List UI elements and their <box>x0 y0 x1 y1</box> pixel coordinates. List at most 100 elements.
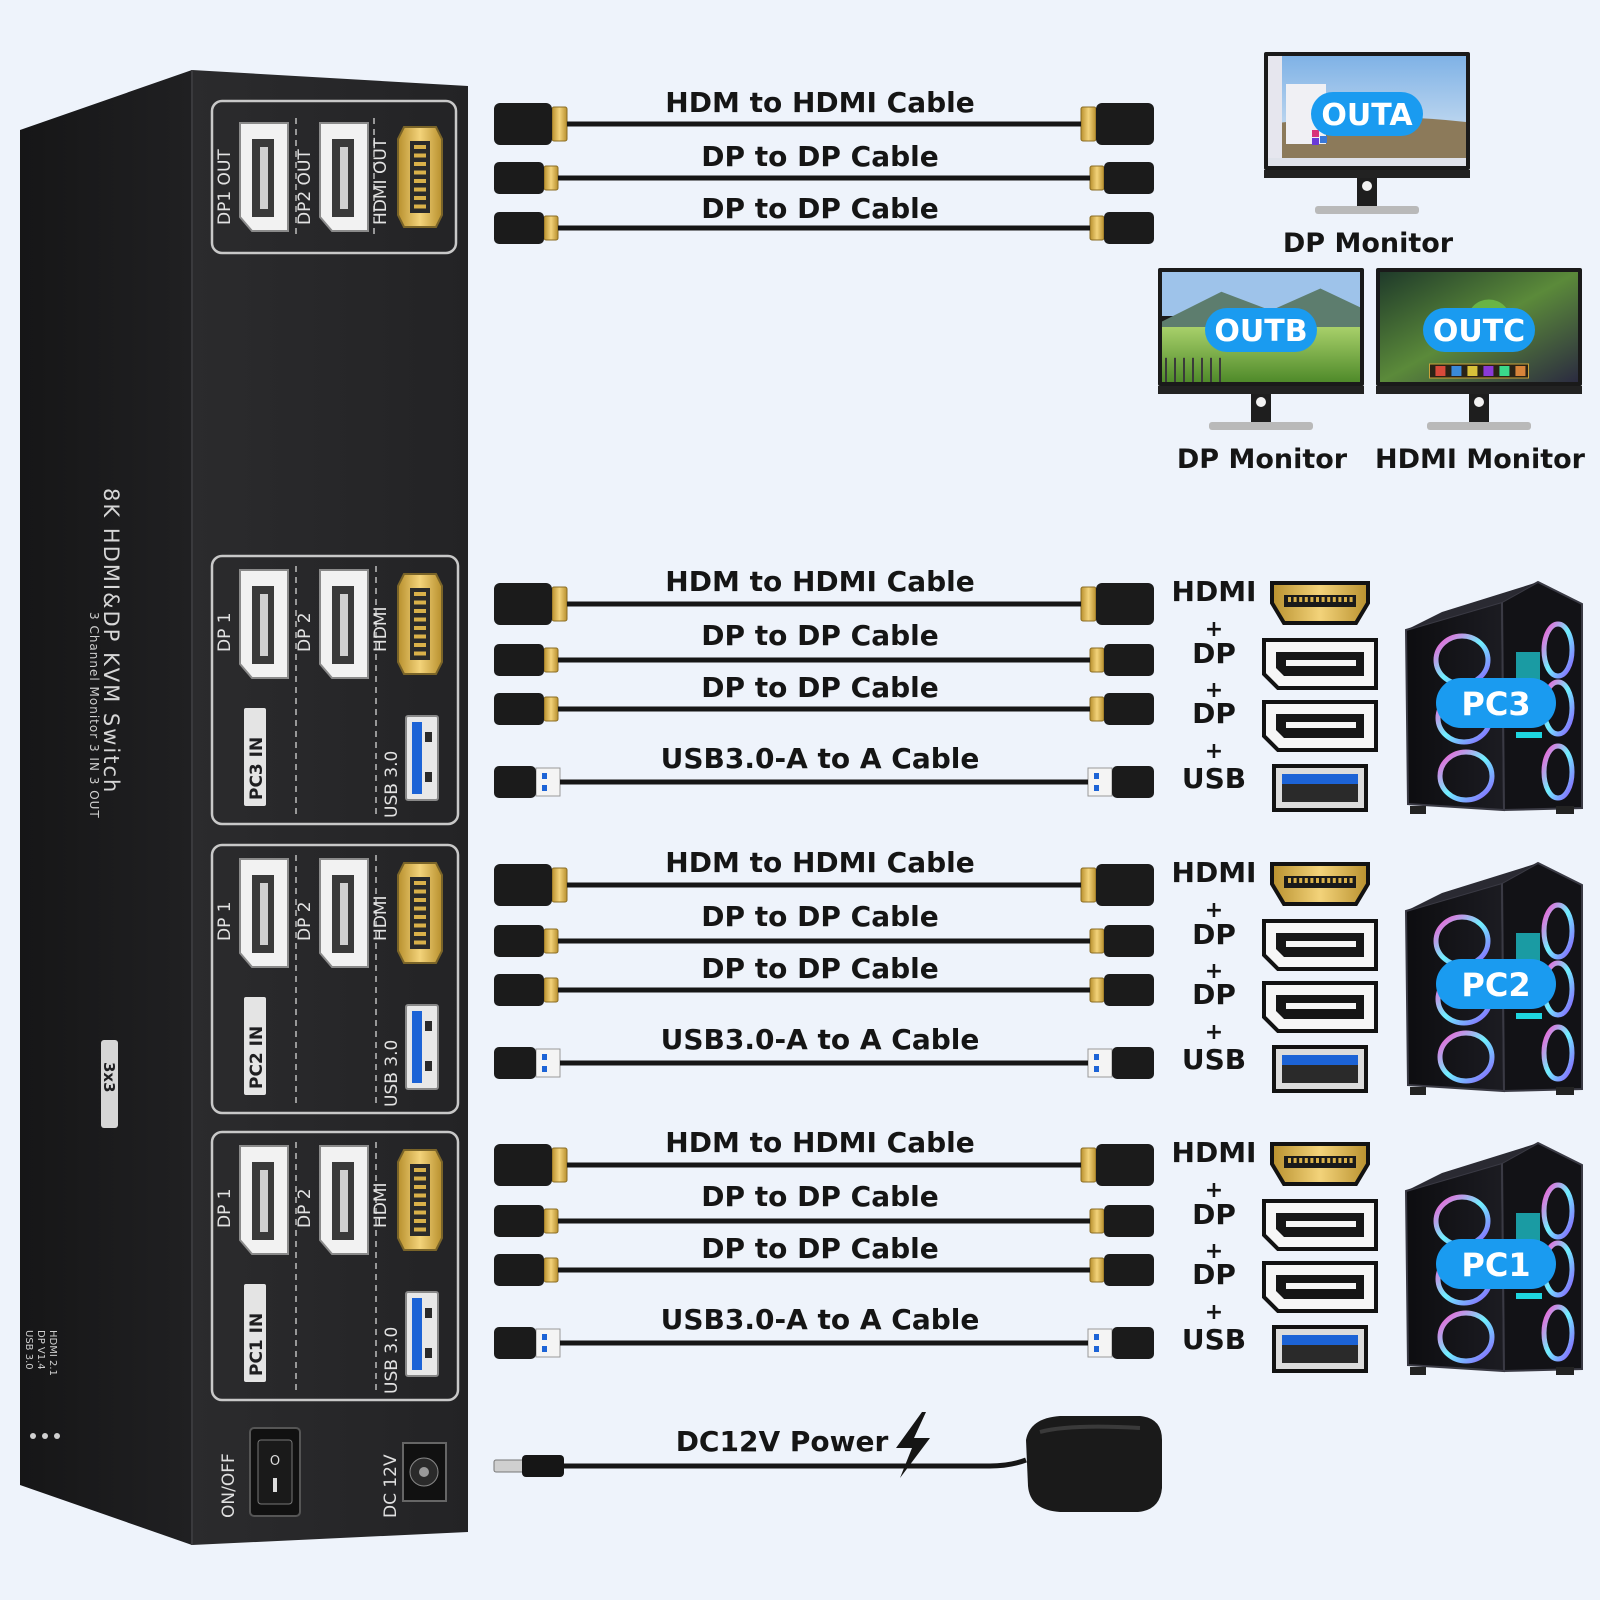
usb3-port-icon <box>1272 764 1368 812</box>
dp-plug-tip <box>543 215 559 241</box>
hdmi-pin <box>414 643 426 647</box>
dp-connector <box>1089 1205 1154 1237</box>
dp-port-pins <box>340 1170 348 1232</box>
pc-port-label: + <box>1205 1300 1223 1325</box>
dp-connector <box>494 925 559 957</box>
dp-port[interactable] <box>239 858 289 968</box>
hdmi-pin <box>1321 878 1325 883</box>
hdmi-pin <box>1349 597 1353 602</box>
cable: USB3.0-A to A Cable <box>494 742 1154 798</box>
usb3-port[interactable] <box>405 1004 439 1090</box>
hdmi-pin <box>414 881 426 885</box>
pc-badge <box>1436 1239 1556 1289</box>
dp-plug-tip <box>1089 647 1105 673</box>
hdmi-pin <box>1304 878 1308 883</box>
cable-label: HDM to HDMI Cable <box>665 565 974 598</box>
dp-port-icon <box>1262 919 1378 971</box>
usb-contact <box>425 1308 432 1318</box>
cable-label: DP to DP Cable <box>701 671 938 704</box>
panel-frame <box>210 554 460 826</box>
dp-port[interactable] <box>239 1145 289 1255</box>
dp-connector <box>494 212 559 244</box>
power-cable-label: DC12V Power <box>676 1425 889 1458</box>
rgb-fan <box>1541 621 1575 679</box>
input-port-label: HDMI <box>371 1182 391 1228</box>
monitor-stand-neck <box>1251 394 1271 422</box>
rgb-fan <box>1541 1182 1575 1240</box>
dp-port[interactable] <box>319 569 369 679</box>
pc-port-label: + <box>1205 1178 1223 1203</box>
pc-port-label: DP <box>1192 1258 1236 1291</box>
device-side-subtitle: 3 Channel Monitor 3 IN 3 OUT <box>87 612 101 819</box>
dp-plug-tip <box>1089 1208 1105 1234</box>
hud-icon <box>1515 366 1526 376</box>
usb3-port[interactable] <box>405 1291 439 1377</box>
panel-frame <box>210 843 460 1115</box>
app-tile <box>1312 138 1319 145</box>
hdmi-pin <box>414 204 426 209</box>
usb-connector <box>1087 1047 1154 1079</box>
hdmi-port-icon <box>1270 1142 1370 1186</box>
usb-plug-contact <box>542 785 547 791</box>
hdmi-port-icon <box>1270 862 1370 906</box>
pc-led-strip <box>1516 732 1542 738</box>
cable-label: DP to DP Cable <box>701 1180 938 1213</box>
hdmi-port[interactable] <box>397 573 443 675</box>
power-switch[interactable]: ON/OFF O <box>219 1427 301 1518</box>
usb-plug-body <box>1112 1047 1154 1079</box>
pc-foot <box>1410 1087 1426 1095</box>
hdmi-pin <box>1316 878 1319 883</box>
dp-port[interactable] <box>239 569 289 679</box>
monitor-stand-hole <box>1256 397 1266 407</box>
hdmi-port[interactable] <box>397 1149 443 1251</box>
dp-port-pins <box>260 883 268 945</box>
hdmi-pin <box>1316 1158 1319 1163</box>
usb-contact <box>425 1021 432 1031</box>
output-port-label: DP1 OUT <box>215 149 235 225</box>
app-tile <box>1312 130 1319 137</box>
dp-port[interactable] <box>239 122 289 232</box>
dp-port-icon <box>1262 1261 1378 1313</box>
dp-port[interactable] <box>319 122 369 232</box>
cable-label: DP to DP Cable <box>701 619 938 652</box>
dp-port[interactable] <box>319 1145 369 1255</box>
usb-plug-contact <box>1094 1346 1099 1352</box>
usb-connector <box>494 766 561 798</box>
dp-port-icon <box>1262 981 1378 1033</box>
input-port-label: DP 1 <box>215 612 235 652</box>
spec-line: USB 3.0 <box>23 1330 34 1370</box>
dp-plug-tip <box>1089 977 1105 1003</box>
dp-plug-tip <box>543 165 559 191</box>
pc-in-badge <box>244 708 266 806</box>
monitor-stand-hole <box>1474 397 1484 407</box>
hdmi-port[interactable] <box>397 862 443 964</box>
hdmi-pin <box>414 1168 426 1172</box>
hdmi-connector <box>494 103 568 145</box>
cable: DP to DP Cable <box>494 1232 1154 1286</box>
pc-badge-text: PC3 <box>1461 685 1530 723</box>
hdmi-pin <box>1310 1158 1314 1163</box>
usb3-port[interactable] <box>405 715 439 801</box>
usb-connector <box>494 1327 561 1359</box>
hdmi-plug-body <box>494 583 552 625</box>
device-spec-list: HDMI 2.1 DP V1.4 USB 3.0 <box>23 1330 60 1439</box>
dc-power-jack[interactable]: DC 12V <box>381 1442 447 1518</box>
dp-port-pins <box>260 594 268 656</box>
dp-plug-tip <box>1089 1257 1105 1283</box>
dp-connector <box>1089 925 1154 957</box>
hdmi-connector <box>1080 1144 1154 1186</box>
svg-text:O: O <box>270 1454 280 1469</box>
usb-plug-contact <box>1094 785 1099 791</box>
hdmi-pin <box>414 626 426 630</box>
hdmi-pin <box>1327 878 1331 883</box>
usb-plug-contact <box>1094 1066 1099 1072</box>
hdmi-pin <box>414 145 426 149</box>
hdmi-port[interactable] <box>397 126 443 228</box>
hdmi-connector <box>1080 103 1154 145</box>
hdmi-pin <box>1304 597 1308 602</box>
dp-port[interactable] <box>319 858 369 968</box>
